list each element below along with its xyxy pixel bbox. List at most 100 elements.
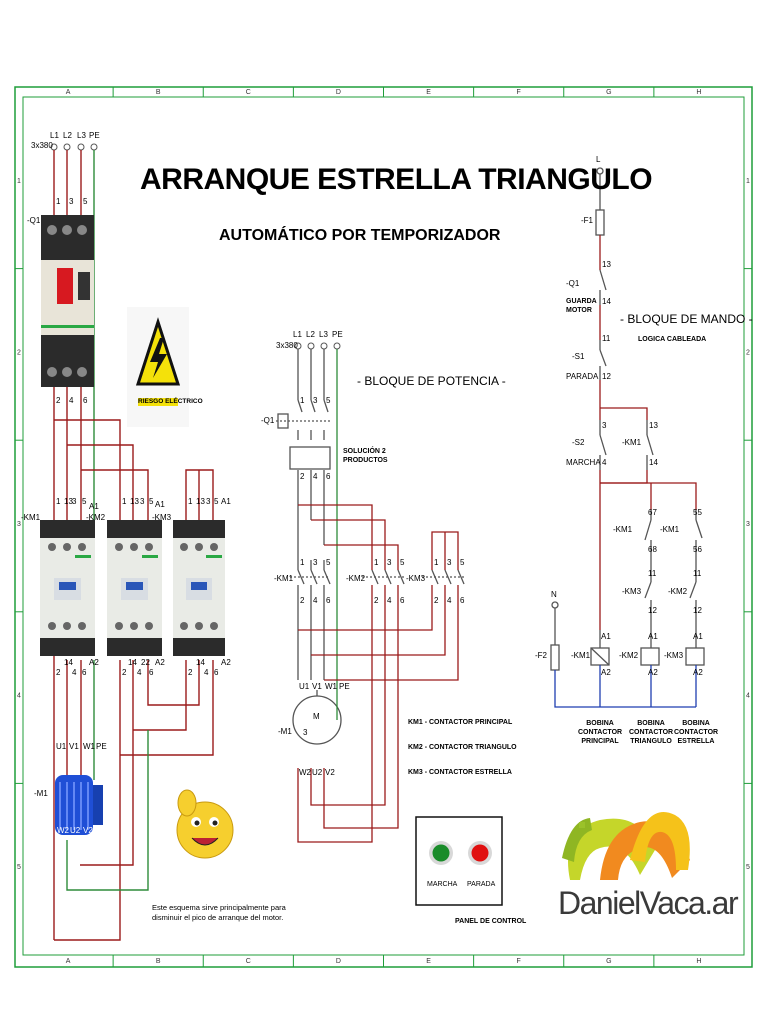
column-letter: H	[696, 89, 701, 96]
photo-breaker-t6: 6	[83, 396, 88, 405]
power-circuit	[276, 349, 465, 843]
power-block-heading: - BLOQUE DE POTENCIA -	[357, 374, 506, 388]
control-panel-caption: PANEL DE CONTROL	[455, 918, 527, 925]
power-km1-t2: 2	[300, 596, 305, 605]
power-km2-t4: 4	[387, 596, 392, 605]
km1-top-3: 3	[72, 497, 77, 506]
row-ticks	[15, 268, 752, 784]
photo-km2-label: -KM2	[86, 513, 106, 522]
control-interlock-b-t11: 11	[693, 569, 702, 578]
km3-bot-a2: A2	[221, 658, 231, 667]
power-km2-label: -KM2	[346, 574, 366, 583]
photo-breaker-t1: 1	[56, 197, 61, 206]
coil-km1-caption: BOBINA CONTACTOR PRINCIPAL	[578, 720, 623, 745]
power-motor-u2: U2	[312, 768, 323, 777]
power-l1: L1	[293, 330, 302, 339]
control-line-l: L	[596, 155, 601, 164]
control-panel-box	[415, 816, 503, 906]
km2-bot-6: 6	[149, 668, 154, 677]
control-interlock-b-label: -KM2	[668, 587, 688, 596]
power-km2-t5: 5	[400, 558, 405, 567]
km2-top-5: 5	[149, 497, 154, 506]
km3-top-1: 1	[188, 497, 193, 506]
power-motor-w2: W2	[299, 768, 311, 777]
km2-bot-22: 22	[141, 658, 150, 667]
row-number: 3	[17, 521, 21, 528]
column-letter: B	[156, 958, 161, 965]
power-motor-u1: U1	[299, 682, 310, 691]
photo-motor-v1: V1	[69, 742, 79, 751]
power-km1-label: -KM1	[274, 574, 294, 583]
power-q1-t1: 1	[300, 396, 305, 405]
km1-top-13: 13	[64, 497, 73, 506]
photo-motor-v2: V2	[83, 826, 93, 835]
power-l2: L2	[306, 330, 315, 339]
power-km1-t3: 3	[313, 558, 318, 567]
photo-motor-label: -M1	[34, 789, 48, 798]
column-letter: F	[517, 958, 521, 965]
control-s2-label: -S2	[572, 438, 585, 447]
power-q1-t2: 2	[300, 472, 305, 481]
km2-bot-2: 2	[122, 668, 127, 677]
control-interlock-a-t11: 11	[648, 569, 657, 578]
column-letter: D	[336, 958, 341, 965]
power-pe: PE	[332, 330, 343, 339]
contactor-photos	[40, 520, 225, 656]
control-neutral: N	[551, 590, 557, 599]
legend-km3: KM3 - CONTACTOR ESTRELLA	[408, 769, 512, 776]
marcha-label: MARCHA	[427, 881, 458, 888]
photo-motor-u1: U1	[56, 742, 67, 751]
photo-breaker-t5: 5	[83, 197, 88, 206]
power-q1-t5: 5	[326, 396, 331, 405]
warning-sign	[127, 307, 189, 427]
km2-top-1: 1	[122, 497, 127, 506]
control-circuit	[550, 167, 705, 708]
photo-motor-w1: W1	[83, 742, 95, 751]
km2-top-a1: A1	[155, 500, 165, 509]
column-letter: C	[246, 958, 251, 965]
power-km1-t5: 5	[326, 558, 331, 567]
page-subtitle: AUTOMÁTICO POR TEMPORIZADOR	[219, 227, 501, 244]
brand-logo	[562, 812, 690, 880]
km2-top-3: 3	[140, 497, 145, 506]
column-ticks	[112, 87, 655, 967]
photo-line-l1: L1	[50, 131, 59, 140]
control-q1-t13: 13	[602, 260, 611, 269]
page-title: ARRANQUE ESTRELLA TRIANGULO	[140, 163, 653, 196]
km3-top-a1: A1	[221, 497, 231, 506]
parada-button[interactable]	[468, 841, 492, 865]
photo-motor-u2: U2	[70, 826, 81, 835]
photo-breaker-t3: 3	[69, 197, 74, 206]
photo-note: Este esquema sirve principalmente para d…	[152, 903, 286, 922]
control-interlock-b-t12: 12	[693, 606, 702, 615]
photo-km3-label: -KM3	[152, 513, 172, 522]
coil-km2-a2: A2	[648, 668, 658, 677]
row-number: 1	[17, 178, 21, 185]
km2-top-13: 13	[130, 497, 139, 506]
control-timer-b-t56: 56	[693, 545, 702, 554]
photo-motor-w2: W2	[57, 826, 69, 835]
photo-breaker-t2: 2	[56, 396, 61, 405]
photo-line-l3: L3	[77, 131, 86, 140]
control-s1-t12: 12	[602, 372, 611, 381]
row-number: 4	[17, 693, 21, 700]
power-km3-t3: 3	[447, 558, 452, 567]
coil-km1-a1: A1	[601, 632, 611, 641]
power-km3-t5: 5	[460, 558, 465, 567]
power-km3-label: -KM3	[406, 574, 426, 583]
control-s1-caption: PARADA	[566, 372, 599, 381]
km1-top-5: 5	[82, 497, 87, 506]
power-voltage: 3x380	[276, 341, 298, 350]
power-q1-t3: 3	[313, 396, 318, 405]
control-timer-a-t68: 68	[648, 545, 657, 554]
power-km2-t2: 2	[374, 596, 379, 605]
column-letter: A	[66, 89, 71, 96]
coil-km1-a2: A2	[601, 668, 611, 677]
power-km1-t6: 6	[326, 596, 331, 605]
photo-wiring	[53, 387, 214, 941]
power-km2-t3: 3	[387, 558, 392, 567]
marcha-button[interactable]	[429, 841, 453, 865]
power-motor-w1: W1	[325, 682, 337, 691]
km3-top-5: 5	[214, 497, 219, 506]
